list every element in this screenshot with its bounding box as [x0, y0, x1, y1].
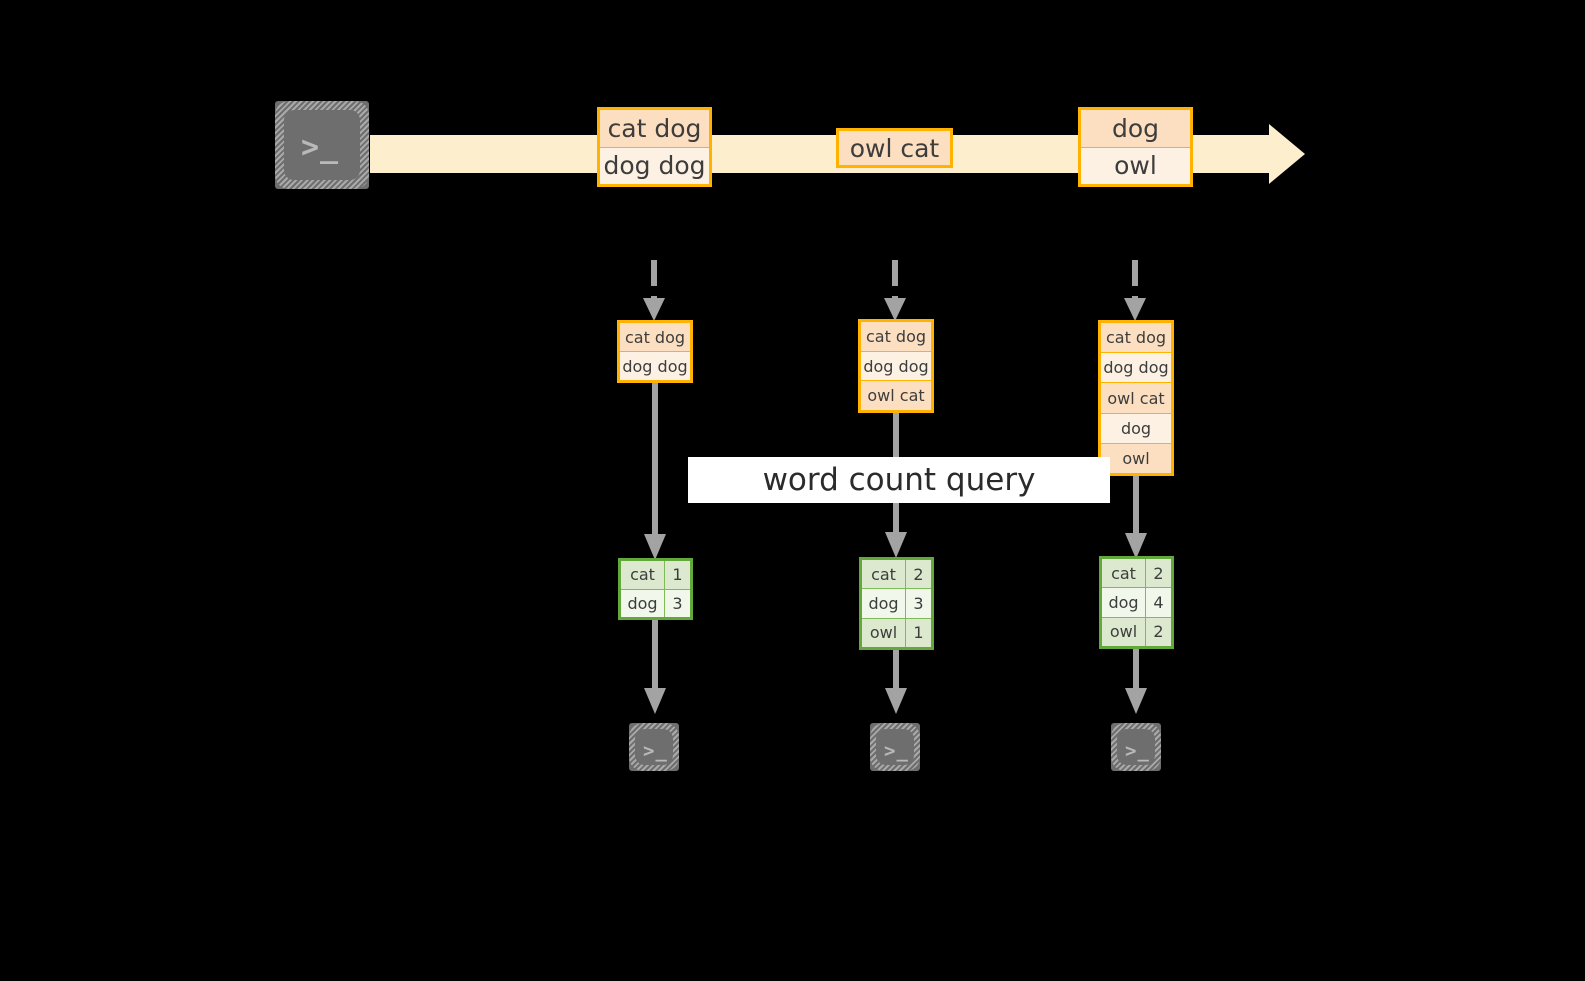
result-count: 2: [1153, 622, 1164, 642]
result-count: 2: [913, 564, 924, 584]
table-row: dog 3: [621, 589, 690, 617]
result-word: dog: [862, 589, 906, 618]
record-line: dog: [1101, 413, 1171, 444]
prompt-glyph: >_: [301, 130, 340, 165]
accumulated-records-1: cat dog dog dog: [617, 320, 693, 383]
result-count: 3: [672, 593, 683, 613]
terminal-screen: [284, 110, 360, 180]
query-connector-3: [1122, 475, 1150, 561]
result-count: 1: [913, 623, 924, 643]
sink-terminal-icon-3: >_: [1102, 714, 1170, 780]
terminal-screen: [635, 729, 673, 765]
table-row: owl 1: [862, 618, 931, 647]
dashed-connector-2: [881, 258, 909, 324]
dashed-connector-3: [1121, 258, 1149, 324]
query-label: word count query: [688, 457, 1110, 503]
terminal-screen: [1117, 729, 1155, 765]
result-word: dog: [621, 589, 665, 617]
sink-terminal-icon-2: >_: [861, 714, 929, 780]
prompt-glyph: >_: [1125, 740, 1150, 762]
result-count: 4: [1153, 592, 1164, 612]
table-row: dog 3: [862, 589, 931, 619]
record-line: owl: [1101, 443, 1171, 474]
record-line: dog dog: [861, 351, 931, 382]
sink-terminal-icon-1: >_: [620, 714, 688, 780]
record-line: owl cat: [861, 381, 931, 411]
record-line: dog dog: [620, 352, 690, 380]
result-table-1: cat 1 dog 3: [618, 558, 693, 620]
stream-record-1: cat dog dog dog: [597, 107, 712, 187]
result-word: cat: [1102, 559, 1146, 588]
record-line: cat dog: [620, 323, 690, 352]
result-word: owl: [1102, 617, 1146, 646]
record-line: dog: [1081, 110, 1190, 148]
dashed-connector-1: [640, 258, 668, 324]
accumulated-records-3: cat dog dog dog owl cat dog owl: [1098, 320, 1174, 476]
accumulated-records-2: cat dog dog dog owl cat: [858, 319, 934, 413]
record-line: cat dog: [861, 322, 931, 352]
record-line: owl: [1081, 147, 1190, 184]
record-line: dog dog: [1101, 353, 1171, 384]
stream-record-2: owl cat: [836, 128, 953, 168]
result-count: 3: [913, 593, 924, 613]
table-row: cat 1: [621, 561, 690, 590]
prompt-glyph: >_: [884, 740, 909, 762]
sink-connector-1: [641, 620, 669, 716]
sink-connector-3: [1122, 649, 1150, 716]
result-word: cat: [621, 561, 665, 589]
result-word: dog: [1102, 588, 1146, 617]
stream-arrowhead-icon: [1269, 124, 1305, 184]
record-line: owl cat: [839, 131, 950, 165]
stream-record-3: dog owl: [1078, 107, 1193, 187]
sink-connector-2: [882, 650, 910, 716]
table-row: cat 2: [862, 560, 931, 590]
result-table-2: cat 2 dog 3 owl 1: [859, 557, 934, 650]
record-line: cat dog: [600, 110, 709, 148]
terminal-screen: [876, 729, 914, 765]
table-row: dog 4: [1102, 588, 1171, 618]
result-count: 1: [672, 565, 683, 585]
record-line: cat dog: [1101, 323, 1171, 354]
result-word: cat: [862, 560, 906, 589]
result-table-3: cat 2 dog 4 owl 2: [1099, 556, 1174, 649]
table-row: cat 2: [1102, 559, 1171, 589]
record-line: dog dog: [600, 147, 709, 184]
source-terminal-icon: >_: [266, 92, 378, 198]
prompt-glyph: >_: [643, 740, 668, 762]
table-row: owl 2: [1102, 617, 1171, 646]
record-line: owl cat: [1101, 383, 1171, 414]
result-word: owl: [862, 618, 906, 647]
query-connector-1: [641, 382, 669, 562]
result-count: 2: [1153, 563, 1164, 583]
